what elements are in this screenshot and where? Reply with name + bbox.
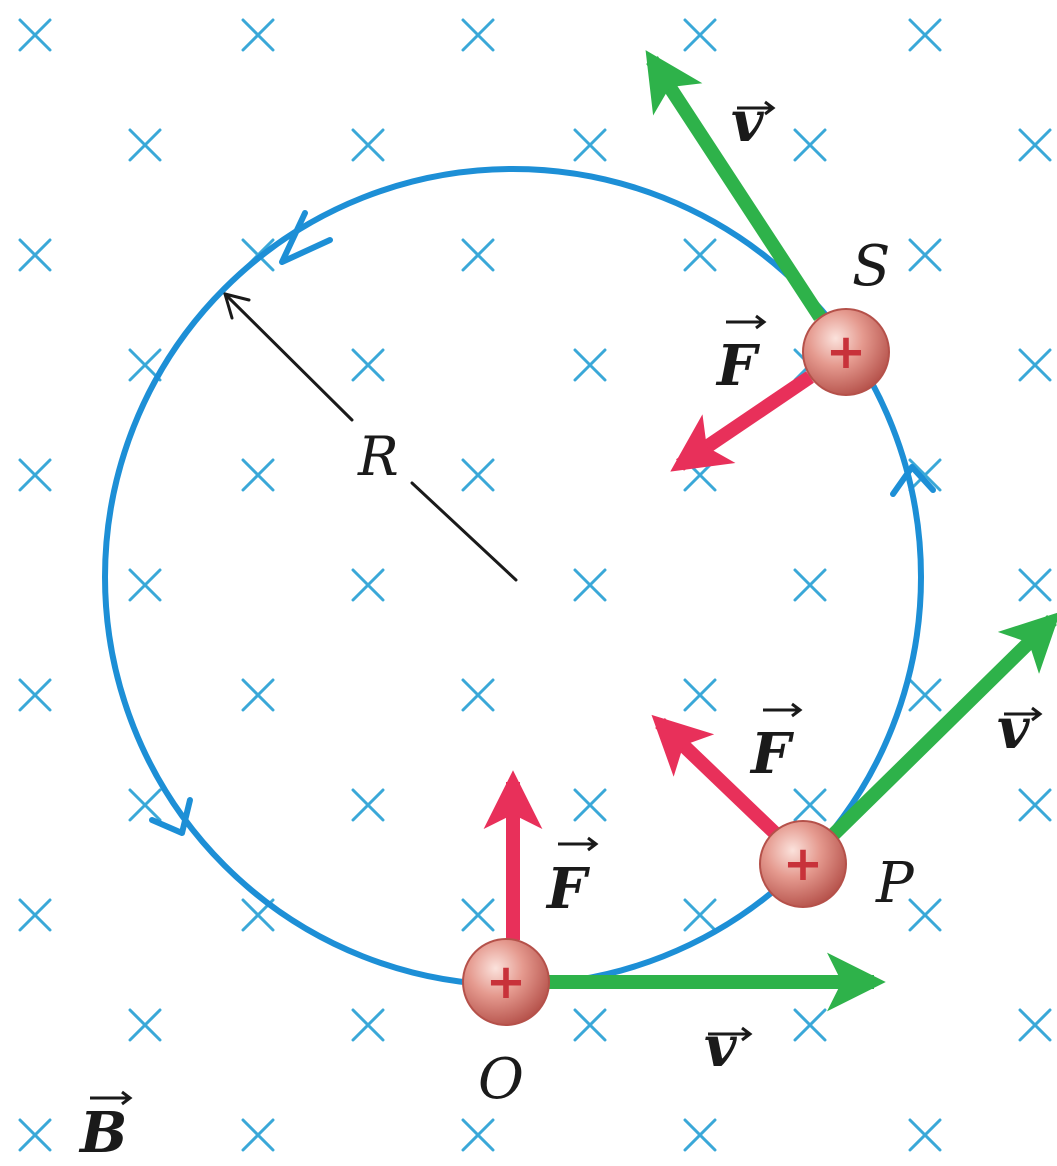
field-x-marker: [241, 678, 275, 712]
field-x-marker: [683, 238, 717, 272]
field-x-marker: [1018, 1008, 1052, 1042]
field-x-marker: [18, 18, 52, 52]
force-label-P: F: [749, 702, 803, 787]
orbit-direction-arrow-left: [149, 797, 193, 836]
charge-sign-P: +: [783, 836, 823, 892]
field-x-marker: [908, 898, 942, 932]
field-x-marker: [351, 788, 385, 822]
field-x-marker: [241, 18, 275, 52]
svg-text:v: v: [731, 89, 765, 155]
force-label-O: F: [545, 836, 599, 922]
field-x-marker: [18, 458, 52, 492]
field-x-marker: [573, 348, 607, 382]
field-x-marker: [573, 568, 607, 602]
field-x-marker: [128, 128, 162, 162]
field-x-marker: [461, 898, 495, 932]
velocity-label-P: v: [997, 696, 1043, 762]
svg-text:B: B: [78, 1100, 127, 1166]
field-x-marker: [683, 18, 717, 52]
field-x-marker: [18, 898, 52, 932]
field-x-marker: [351, 348, 385, 382]
field-x-marker: [241, 458, 275, 492]
velocity-arrow-S: [645, 50, 826, 321]
charge-P: +: [759, 820, 847, 908]
field-x-marker: [683, 678, 717, 712]
field-x-marker: [573, 128, 607, 162]
field-x-marker: [793, 1008, 827, 1042]
field-x-marker: [351, 568, 385, 602]
field-x-marker: [908, 238, 942, 272]
field-x-marker: [908, 18, 942, 52]
field-x-marker: [461, 678, 495, 712]
field-x-marker: [573, 1008, 607, 1042]
charge-O: +: [462, 938, 550, 1026]
field-x-marker: [1018, 788, 1052, 822]
field-x-marker: [793, 128, 827, 162]
field-x-marker: [683, 898, 717, 932]
force-arrow-S: [670, 371, 814, 472]
velocity-label-O: v: [704, 1014, 753, 1080]
point-label-S: S: [852, 234, 890, 299]
svg-text:v: v: [997, 696, 1031, 762]
field-x-marker: [351, 1008, 385, 1042]
field-x-marker: [908, 678, 942, 712]
svg-text:F: F: [545, 856, 591, 922]
field-x-marker: [351, 128, 385, 162]
charge-sign-O: +: [486, 954, 526, 1010]
field-x-marker: [793, 568, 827, 602]
field-x-marker: [128, 348, 162, 382]
field-label-B: B: [78, 1090, 133, 1166]
force-arrow-P: [651, 714, 783, 842]
field-x-marker: [18, 678, 52, 712]
field-x-marker: [18, 238, 52, 272]
velocity-arrow-P: [827, 611, 1057, 841]
field-x-marker: [241, 1118, 275, 1152]
field-x-marker: [573, 788, 607, 822]
charge-S: +: [802, 308, 890, 396]
field-x-marker: [1018, 348, 1052, 382]
field-x-marker: [908, 1118, 942, 1152]
field-x-marker: [128, 568, 162, 602]
field-x-marker: [128, 788, 162, 822]
field-x-marker: [908, 458, 942, 492]
field-x-marker: [461, 1118, 495, 1152]
field-x-marker: [1018, 128, 1052, 162]
field-x-marker: [461, 238, 495, 272]
field-x-marker: [18, 1118, 52, 1152]
orbit-direction-arrow-right: [890, 464, 936, 497]
point-label-O: O: [478, 1047, 524, 1112]
magnetic-field-markers: [18, 18, 1052, 1152]
force-label-S: F: [715, 314, 767, 399]
field-x-marker: [793, 788, 827, 822]
svg-text:F: F: [715, 333, 761, 399]
charge-sign-S: +: [826, 324, 866, 380]
field-x-marker: [1018, 568, 1052, 602]
radius-label: R: [357, 425, 399, 488]
velocity-label-S: v: [731, 89, 776, 155]
field-x-marker: [128, 1008, 162, 1042]
field-x-marker: [461, 18, 495, 52]
orbit-direction-arrow-top: [279, 210, 333, 265]
point-label-P: P: [875, 851, 915, 916]
svg-text:v: v: [704, 1014, 738, 1080]
svg-text:F: F: [749, 721, 795, 787]
field-x-marker: [683, 1118, 717, 1152]
field-x-marker: [461, 458, 495, 492]
radius-line: [223, 292, 518, 582]
